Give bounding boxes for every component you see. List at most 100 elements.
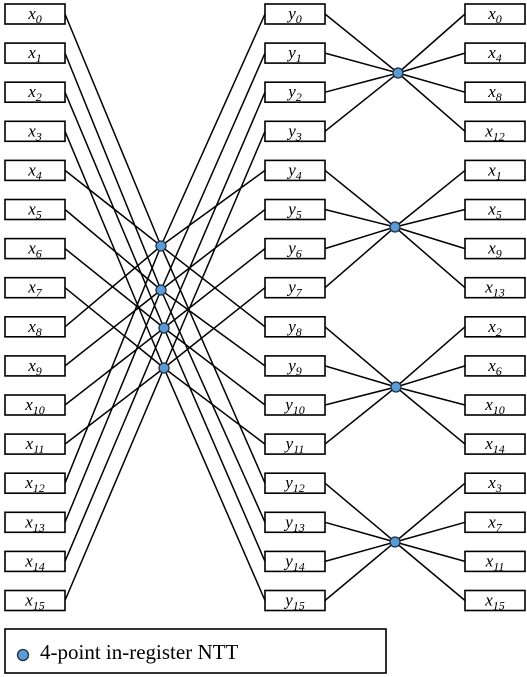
label-boxes: x0x1x2x3x4x5x6x7x8x9x10x11x12x13x14x15y0… xyxy=(4,3,526,613)
input-label-0: x0 xyxy=(27,4,42,26)
wire-y-9 xyxy=(324,365,397,388)
wire-mid-5 xyxy=(160,208,266,291)
wire-mid-13 xyxy=(160,289,266,523)
wire-y-12 xyxy=(324,482,396,543)
output-label-11: x14 xyxy=(484,434,505,456)
output-label-4: x1 xyxy=(487,160,502,182)
input-label-7: x7 xyxy=(27,278,43,300)
output-box-0 xyxy=(464,3,526,25)
middle-box-11 xyxy=(264,433,326,455)
wire-mid-6 xyxy=(163,248,266,329)
wire-y-3 xyxy=(324,72,399,132)
middle-label-14: y14 xyxy=(283,551,305,573)
wire-y-5 xyxy=(324,208,396,228)
wire-out-6 xyxy=(394,226,466,250)
middle-label-9: y9 xyxy=(286,356,302,378)
wire-y-13 xyxy=(324,521,396,543)
output-label-1: x4 xyxy=(487,43,502,65)
middle-label-11: y11 xyxy=(284,434,305,456)
input-label-2: x2 xyxy=(27,82,42,104)
input-label-8: x8 xyxy=(27,317,42,339)
wire-in-7 xyxy=(64,287,165,369)
output-label-9: x6 xyxy=(487,356,502,378)
wire-y-15 xyxy=(324,541,396,602)
wire-mid-8 xyxy=(160,245,266,328)
wire-mid-9 xyxy=(160,289,266,367)
input-box-11 xyxy=(4,433,66,455)
wire-mid-1 xyxy=(160,52,266,291)
output-label-6: x9 xyxy=(487,239,502,261)
middle-box-1 xyxy=(264,42,326,64)
input-box-0 xyxy=(4,3,66,25)
ntt-nodes xyxy=(155,67,404,548)
wire-out-12 xyxy=(394,482,466,543)
stage1-ntt-node-2 xyxy=(158,322,170,334)
output-box-2 xyxy=(464,81,526,103)
output-label-3: x12 xyxy=(484,121,505,143)
wire-y-7 xyxy=(324,226,396,289)
middle-label-7: y7 xyxy=(286,278,303,300)
wire-mid-0 xyxy=(160,13,266,247)
middle-box-6 xyxy=(264,237,326,260)
input-box-15 xyxy=(4,589,66,612)
wire-y-6 xyxy=(324,226,396,250)
wire-out-11 xyxy=(395,386,466,445)
wire-in-15 xyxy=(64,367,165,601)
wire-in-6 xyxy=(64,248,165,329)
middle-label-8: y8 xyxy=(286,317,302,339)
output-label-0: x0 xyxy=(487,4,502,26)
wire-in-3 xyxy=(64,131,165,369)
stage2-ntt-node-0 xyxy=(392,67,404,79)
stage2-ntt-node-2 xyxy=(390,381,402,393)
input-label-5: x5 xyxy=(27,200,42,222)
wire-in-0 xyxy=(64,13,162,247)
wire-mid-4 xyxy=(160,169,266,247)
middle-box-13 xyxy=(264,511,326,534)
middle-label-15: y15 xyxy=(283,591,305,613)
output-label-2: x8 xyxy=(487,82,502,104)
middle-label-2: y2 xyxy=(286,82,302,104)
output-box-8 xyxy=(464,315,526,338)
middle-box-15 xyxy=(264,589,326,612)
output-label-5: x5 xyxy=(487,200,502,222)
output-box-12 xyxy=(464,472,526,495)
wire-out-14 xyxy=(394,541,466,563)
output-label-15: x15 xyxy=(484,591,505,613)
input-box-2 xyxy=(4,81,66,103)
wire-mid-11 xyxy=(163,367,266,445)
middle-box-7 xyxy=(264,276,326,299)
output-box-5 xyxy=(464,198,526,221)
middle-box-4 xyxy=(264,159,326,182)
input-box-1 xyxy=(4,42,66,64)
input-label-13: x13 xyxy=(24,512,45,534)
wire-out-0 xyxy=(397,13,466,74)
input-box-10 xyxy=(4,394,66,416)
input-label-1: x1 xyxy=(27,43,42,65)
wire-y-0 xyxy=(324,13,399,74)
wire-y-2 xyxy=(324,72,399,93)
wire-in-1 xyxy=(64,52,162,291)
wire-in-11 xyxy=(64,367,165,445)
middle-label-10: y10 xyxy=(283,395,305,417)
wire-mid-2 xyxy=(163,91,266,329)
output-label-8: x2 xyxy=(487,317,502,339)
output-label-14: x11 xyxy=(485,551,505,573)
wire-out-3 xyxy=(397,72,466,132)
input-box-14 xyxy=(4,550,66,573)
middle-box-2 xyxy=(264,81,326,103)
output-box-3 xyxy=(464,120,526,143)
input-box-12 xyxy=(4,472,66,495)
stage1-ntt-node-1 xyxy=(155,284,167,296)
middle-box-0 xyxy=(264,3,326,25)
legend-label: 4-point in-register NTT xyxy=(40,640,238,664)
wire-mid-3 xyxy=(163,131,266,369)
wire-out-5 xyxy=(394,208,466,228)
wire-out-2 xyxy=(397,72,466,93)
input-box-13 xyxy=(4,511,66,534)
wire-y-10 xyxy=(324,386,397,406)
input-label-10: x10 xyxy=(24,395,45,417)
wire-mid-7 xyxy=(163,287,266,369)
input-label-14: x14 xyxy=(24,551,45,573)
stage1-ntt-node-3 xyxy=(158,362,170,374)
wire-in-13 xyxy=(64,289,162,523)
